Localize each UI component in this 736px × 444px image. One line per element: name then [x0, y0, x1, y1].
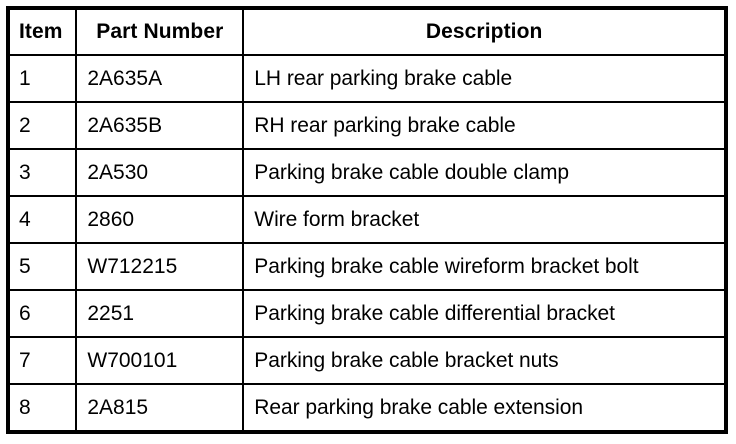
table-row: 2 2A635B RH rear parking brake cable — [6, 101, 727, 150]
table-row: 5 W712215 Parking brake cable wireform b… — [6, 242, 727, 291]
column-header-part-number: Part Number — [75, 7, 245, 56]
cell-item: 7 — [6, 336, 78, 385]
cell-description: Parking brake cable double clamp — [242, 148, 727, 197]
cell-part-number: 2A530 — [75, 148, 245, 197]
cell-description: Parking brake cable wireform bracket bol… — [242, 242, 727, 291]
cell-item: 5 — [6, 242, 78, 291]
cell-part-number: 2A635B — [75, 101, 245, 150]
column-header-item: Item — [6, 7, 78, 56]
table-row: 1 2A635A LH rear parking brake cable — [6, 54, 727, 103]
cell-part-number: 2A635A — [75, 54, 245, 103]
cell-item: 2 — [6, 101, 78, 150]
cell-item: 1 — [6, 54, 78, 103]
cell-part-number: 2860 — [75, 195, 245, 244]
cell-part-number: 2251 — [75, 289, 245, 338]
table-row: 6 2251 Parking brake cable differential … — [6, 289, 727, 338]
table-row: 7 W700101 Parking brake cable bracket nu… — [6, 336, 727, 385]
cell-description: LH rear parking brake cable — [242, 54, 727, 103]
cell-description: Wire form bracket — [242, 195, 727, 244]
column-header-description: Description — [242, 7, 727, 56]
cell-part-number: 2A815 — [75, 383, 245, 433]
cell-description: Parking brake cable differential bracket — [242, 289, 727, 338]
cell-description: RH rear parking brake cable — [242, 101, 727, 150]
cell-description: Parking brake cable bracket nuts — [242, 336, 727, 385]
cell-item: 3 — [6, 148, 78, 197]
table-body: 1 2A635A LH rear parking brake cable 2 2… — [6, 54, 727, 433]
table-header-row: Item Part Number Description — [6, 7, 727, 56]
cell-part-number: W700101 — [75, 336, 245, 385]
cell-item: 4 — [6, 195, 78, 244]
cell-part-number: W712215 — [75, 242, 245, 291]
table-row: 3 2A530 Parking brake cable double clamp — [6, 148, 727, 197]
cell-item: 8 — [6, 383, 78, 433]
cell-item: 6 — [6, 289, 78, 338]
cell-description: Rear parking brake cable extension — [242, 383, 727, 433]
table-row: 8 2A815 Rear parking brake cable extensi… — [6, 383, 727, 433]
table-row: 4 2860 Wire form bracket — [6, 195, 727, 244]
table-header: Item Part Number Description — [6, 7, 727, 56]
parts-list-table: Item Part Number Description 1 2A635A LH… — [6, 6, 728, 434]
